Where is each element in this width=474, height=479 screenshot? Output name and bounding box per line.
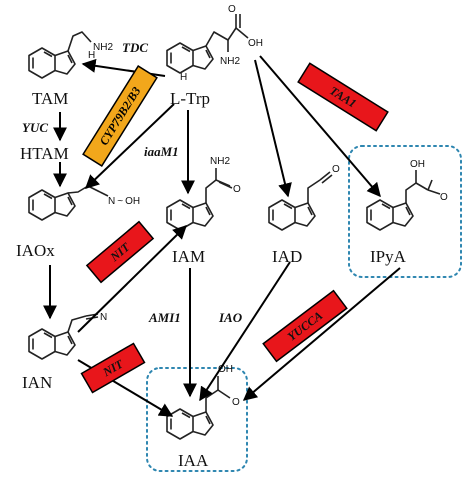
ipya-o-label: O [440, 192, 448, 203]
enzyme-iaam1: iaaM1 [144, 144, 179, 159]
enzyme-box-nit-lower: NIT [80, 342, 146, 394]
enzyme-iao: IAO [218, 310, 243, 325]
arrow-ltrp-to-ipya [259, 55, 381, 198]
ltrp-nh2-label: NH2 [220, 56, 240, 67]
enzyme-box-yucca: YUCCA [262, 289, 348, 363]
compound-iam: IAM [172, 247, 205, 266]
arrow-ipya-to-iaa [242, 267, 401, 401]
tam-nh-label: H [88, 50, 95, 61]
tam-nh2-label: NH2 [93, 42, 113, 53]
iaa-o-label: O [232, 397, 240, 408]
arrow-ltrp-to-iaox [84, 103, 175, 189]
iaa-group-box [146, 367, 248, 472]
iaox-structure: N ~ OH [28, 185, 140, 221]
compound-iaox: IAOx [16, 241, 55, 260]
compound-ipya: IPyA [370, 247, 407, 266]
enzyme-box-cyp-label: CYP79B2/B3 [97, 84, 144, 147]
ian-n-label: N [100, 312, 107, 323]
ltrp-oh-label: OH [248, 38, 263, 49]
ipya-structure: OH O [366, 159, 448, 231]
enzyme-ami1: AMI1 [148, 310, 181, 325]
ltrp-o-label: O [228, 4, 236, 15]
tam-structure: H NH2 [28, 31, 113, 79]
compound-tam: TAM [32, 89, 68, 108]
arrow-ltrp-to-tam [81, 58, 166, 77]
enzyme-yuc: YUC [22, 120, 48, 135]
arrow-ltrp-to-iad [254, 59, 292, 198]
enzyme-box-nit-upper: NIT [85, 220, 155, 284]
arrow-ian-to-iam [77, 225, 187, 333]
iad-o-label: O [332, 164, 340, 175]
compound-htam: HTAM [20, 144, 69, 163]
enzyme-tdc: TDC [122, 40, 148, 55]
iad-structure: O [268, 164, 340, 231]
ltrp-hn-label: H [180, 72, 187, 83]
iaa-structure: OH O [166, 364, 240, 440]
iam-o-label: O [233, 184, 241, 195]
compound-ian: IAN [22, 373, 52, 392]
enzyme-box-taa1: TAA1 [297, 62, 389, 132]
ltrp-structure: O OH NH2 H [166, 4, 263, 83]
ipya-oh-label: OH [410, 159, 425, 170]
compound-ltrp: L-Trp [170, 89, 210, 108]
iam-nh2-label: NH2 [210, 156, 230, 167]
iaa-oh-label: OH [218, 364, 233, 375]
ian-structure: N [28, 312, 107, 360]
compound-iad: IAD [272, 247, 302, 266]
compound-iaa: IAA [178, 451, 209, 470]
iaox-n-oh-label: N ~ OH [108, 196, 140, 207]
iam-structure: NH2 O [166, 156, 241, 231]
ipya-group-box [348, 145, 462, 278]
arrow-iad-to-iaa [199, 261, 291, 402]
